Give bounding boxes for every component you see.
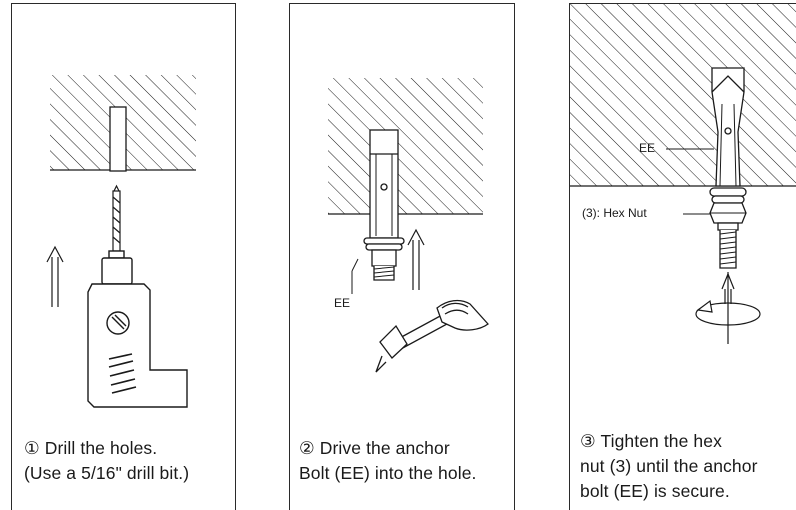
step-1-caption: ① Drill the holes. (Use a 5/16" drill bi… bbox=[24, 436, 189, 486]
bolt-label: EE bbox=[334, 296, 351, 310]
step-number: ① bbox=[24, 438, 40, 458]
up-arrow bbox=[46, 245, 64, 307]
tighten-nut-illustration bbox=[570, 4, 796, 344]
caption-line: bolt (EE) is secure. bbox=[580, 481, 730, 501]
up-arrow bbox=[407, 228, 425, 290]
step-1-panel: ① Drill the holes. (Use a 5/16" drill bi… bbox=[11, 3, 236, 510]
caption-line: (Use a 5/16" drill bit.) bbox=[24, 463, 190, 483]
caption-line: Drill the holes. bbox=[44, 438, 158, 458]
wall-section bbox=[328, 78, 483, 215]
drill-body bbox=[87, 250, 188, 408]
caption-line: nut (3) until the anchor bbox=[580, 456, 758, 476]
bolt-label: EE bbox=[639, 141, 656, 155]
caption-line: Bolt (EE) into the hole. bbox=[299, 463, 477, 483]
leader-line bbox=[351, 258, 359, 272]
hammer-and-hand bbox=[375, 299, 489, 373]
anchor-bolt bbox=[709, 67, 747, 269]
step-number: ③ bbox=[580, 431, 596, 451]
drill-bit bbox=[112, 184, 121, 252]
step-number: ② bbox=[299, 438, 315, 458]
wall-section bbox=[50, 75, 196, 172]
anchor-bolt bbox=[363, 129, 405, 281]
anchor-insert-illustration bbox=[328, 78, 489, 373]
caption-line: Drive the anchor bbox=[319, 438, 450, 458]
step-3-panel: EE (3): Hex Nut ③ Tighten the hex nut (3… bbox=[569, 3, 796, 510]
step-3-caption: ③ Tighten the hex nut (3) until the anch… bbox=[580, 429, 758, 504]
drill-illustration bbox=[46, 75, 196, 408]
step-2-caption: ② Drive the anchor Bolt (EE) into the ho… bbox=[299, 436, 477, 486]
caption-line: Tighten the hex bbox=[600, 431, 722, 451]
step-2-panel: EE ② Drive the anchor Bolt (EE) into the… bbox=[289, 3, 515, 510]
wall-section bbox=[570, 4, 796, 187]
nut-label: (3): Hex Nut bbox=[582, 206, 647, 220]
rotation-arrow bbox=[695, 272, 761, 344]
